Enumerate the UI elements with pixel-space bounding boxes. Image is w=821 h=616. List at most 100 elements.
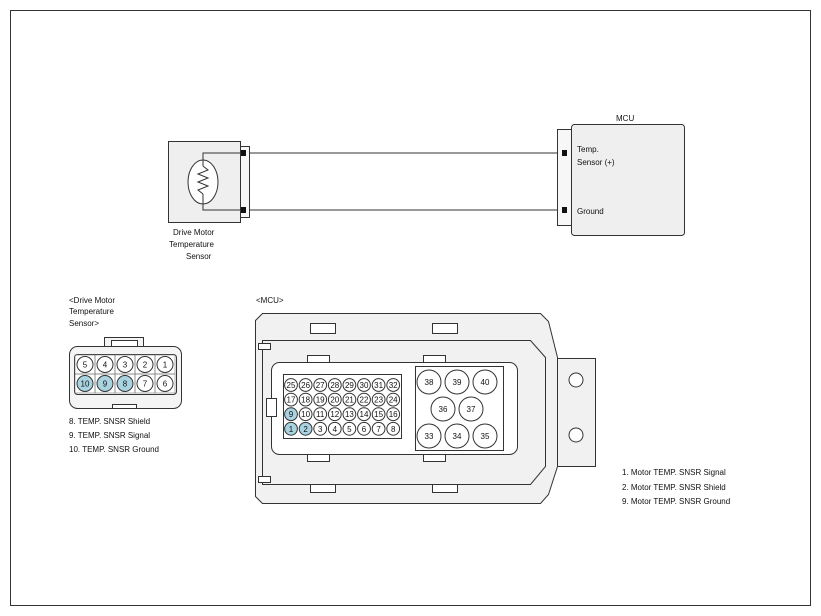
mcu-pin-23-label: 23 xyxy=(374,396,383,405)
thermistor-icon xyxy=(187,159,219,205)
sensor-pin-3-circle xyxy=(116,356,134,373)
sensor-label-line2: Temperature xyxy=(169,240,214,249)
mcu-pin-17-circle xyxy=(284,392,298,407)
sensor-legend-line1: 8. TEMP. SNSR Shield xyxy=(69,417,150,426)
mcu-pin-13-circle xyxy=(342,407,357,422)
mcu-pin-36-circle xyxy=(430,396,456,422)
mcu-pin-33-label: 33 xyxy=(425,432,434,441)
mcu-pin-36-label: 36 xyxy=(439,405,448,414)
mcu-pin-38-label: 38 xyxy=(425,378,434,387)
mcu-title: MCU xyxy=(616,114,634,123)
mcu-pin-8-label: 8 xyxy=(391,425,396,434)
mcu-pin-29-circle xyxy=(342,378,357,392)
mcu-pin-19-circle xyxy=(313,392,328,407)
mcu-pin-34-label: 34 xyxy=(453,432,462,441)
mcu-pin-14-label: 14 xyxy=(360,410,369,419)
sensor-pin-2-label: 2 xyxy=(143,361,148,370)
mcu-pin-2-circle xyxy=(298,421,313,436)
mcu-pin-14-circle xyxy=(357,407,371,422)
mcu-pin-26-label: 26 xyxy=(301,381,310,390)
mcu-pin-32-label: 32 xyxy=(389,381,398,390)
mcu-pin-40-circle xyxy=(472,369,498,395)
mcu-pin-3-label: 3 xyxy=(318,425,323,434)
sensor-connector-title-line1: <Drive Motor xyxy=(69,296,115,305)
mcu-legend-line2: 2. Motor TEMP. SNSR Shield xyxy=(622,483,726,492)
sensor-pin-10-label: 10 xyxy=(81,380,90,389)
mcu-pin-22-label: 22 xyxy=(360,396,369,405)
mcu-pin-17-label: 17 xyxy=(287,396,296,405)
sensor-pin-10-circle xyxy=(76,375,94,392)
pin-cell xyxy=(154,373,176,394)
sensor-pin-7-circle xyxy=(136,375,154,392)
mcu-pin-15-label: 15 xyxy=(374,410,383,419)
sensor-pin-9-label: 9 xyxy=(103,380,108,389)
mcu-pin-25-circle xyxy=(284,378,298,392)
mcu-pin-21-circle xyxy=(342,392,357,407)
diagram-border xyxy=(10,10,811,606)
mcu-pin-35-label: 35 xyxy=(481,432,490,441)
mcu-pin-7-circle xyxy=(371,421,386,436)
sensor-pin-5-circle xyxy=(76,356,94,373)
mcu-pin-1-label: 1 xyxy=(289,425,294,434)
mcu-pin-22-circle xyxy=(357,392,371,407)
mcu-pin-21-label: 21 xyxy=(345,396,354,405)
mcu-pin-35-circle xyxy=(472,423,498,449)
mcu-box xyxy=(557,124,685,236)
sensor-pin-8-label: 8 xyxy=(123,380,128,389)
mcu-pin-23-circle xyxy=(371,392,386,407)
mcu-pin-temp-line1: Temp. xyxy=(577,145,599,154)
sensor-pin-4-circle xyxy=(96,356,114,373)
mcu-pin-6-label: 6 xyxy=(362,425,367,434)
mcu-pin-33-circle xyxy=(416,423,442,449)
mcu-pin-32-circle xyxy=(386,378,401,392)
mcu-pin-13-label: 13 xyxy=(345,410,354,419)
mcu-pin-10-circle xyxy=(298,407,313,422)
mcu-pin-26-circle xyxy=(298,378,313,392)
sensor-pin-2-circle xyxy=(136,356,154,373)
mcu-pin-31-circle xyxy=(371,378,386,392)
drive-motor-temperature-sensor xyxy=(168,141,250,223)
mcu-pin-3-circle xyxy=(313,421,328,436)
mcu-pin-34-circle xyxy=(444,423,470,449)
mcu-pin-18-circle xyxy=(298,392,313,407)
mcu-pin-25-label: 25 xyxy=(287,381,296,390)
mcu-pin-ground: Ground xyxy=(577,207,604,216)
sensor-connector-title-line3: Sensor> xyxy=(69,319,99,328)
mcu-pin-12-circle xyxy=(327,407,342,422)
mcu-pin-16-circle xyxy=(386,407,401,422)
sensor-pin-4-label: 4 xyxy=(103,361,108,370)
mcu-pin-24-circle xyxy=(386,392,401,407)
sensor-legend-line3: 10. TEMP. SNSR Ground xyxy=(69,445,159,454)
sensor-label-line1: Drive Motor xyxy=(173,228,215,237)
mcu-pin-30-circle xyxy=(357,378,371,392)
sensor-label-line3: Sensor xyxy=(186,252,212,261)
mcu-pin-31-label: 31 xyxy=(374,381,383,390)
mcu-pin-27-circle xyxy=(313,378,328,392)
mcu-pin-15-circle xyxy=(371,407,386,422)
mcu-pin-5-label: 5 xyxy=(347,425,352,434)
sensor-pin-6-label: 6 xyxy=(163,380,168,389)
sensor-pin-8-circle xyxy=(116,375,134,392)
mcu-connector-title: <MCU> xyxy=(256,296,284,305)
sensor-pin-6-circle xyxy=(156,375,174,392)
mcu-pin-10-label: 10 xyxy=(301,410,310,419)
sensor-connector-title-line2: Temperature xyxy=(69,307,114,316)
mcu-pin-9-label: 9 xyxy=(289,410,294,419)
mcu-pin-28-label: 28 xyxy=(330,381,339,390)
mcu-pin-38-circle xyxy=(416,369,442,395)
mcu-pin-29-label: 29 xyxy=(345,381,354,390)
mcu-pin-39-label: 39 xyxy=(453,378,462,387)
mcu-pin-19-label: 19 xyxy=(316,396,325,405)
mcu-legend-line1: 1. Motor TEMP. SNSR Signal xyxy=(622,468,726,477)
sensor-legend-line2: 9. TEMP. SNSR Signal xyxy=(69,431,150,440)
sensor-pin-9-circle xyxy=(96,375,114,392)
sensor-pin-1-circle xyxy=(156,356,174,373)
mcu-pin-4-circle xyxy=(327,421,342,436)
mcu-pin-37-circle xyxy=(458,396,484,422)
mcu-pin-2-label: 2 xyxy=(303,425,308,434)
mcu-pin-5-circle xyxy=(342,421,357,436)
mcu-pin-12-label: 12 xyxy=(330,410,339,419)
